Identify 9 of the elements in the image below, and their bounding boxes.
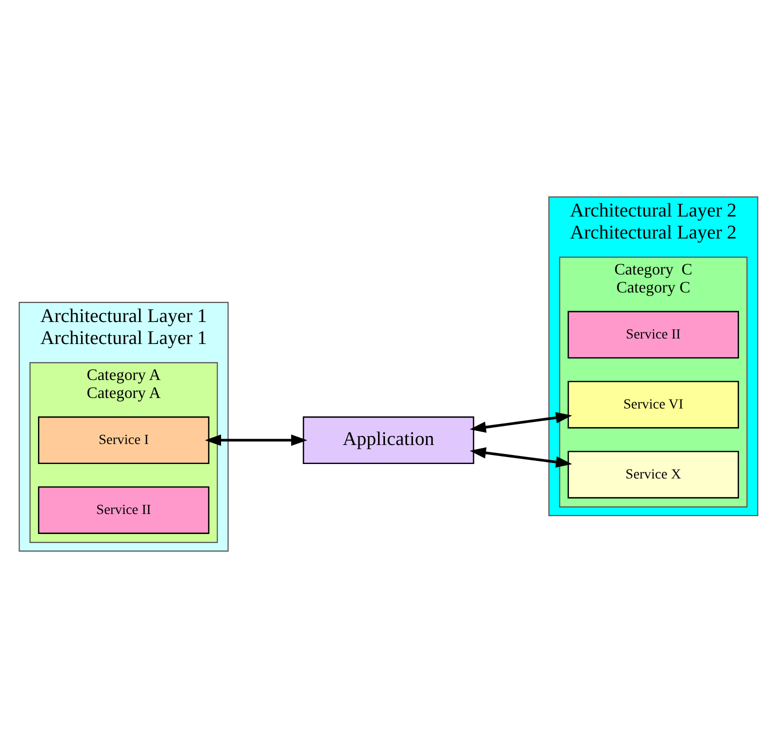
node-box: Application [302,416,474,464]
arrow [470,447,572,468]
node-box: Service VI [568,380,739,428]
arrow [470,412,572,433]
arrow [204,434,308,446]
node-box: Service I [38,416,210,464]
node-box: Service X [568,450,739,498]
node-box: Service II [568,310,739,358]
node-box: Service II [38,486,210,534]
